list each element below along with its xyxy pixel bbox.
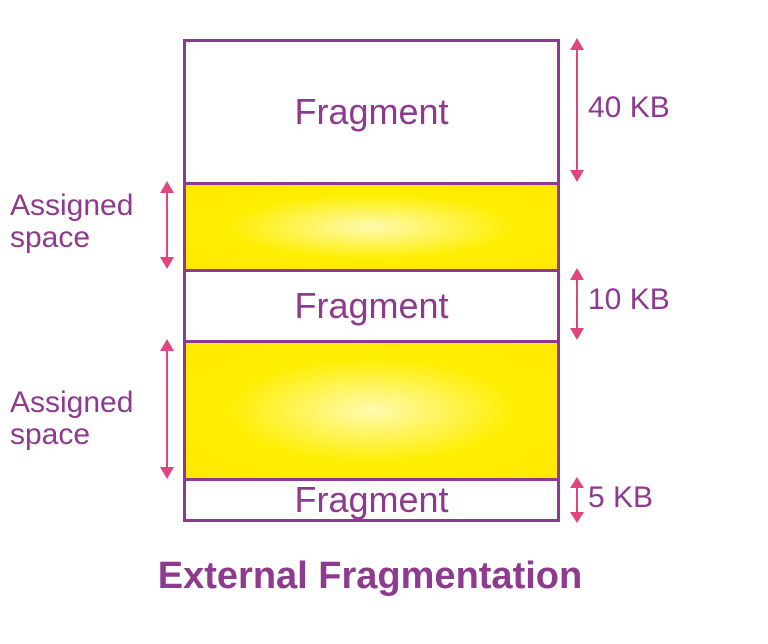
assigned-space-label-2: Assigned space [10,386,134,451]
block-divider [186,478,557,481]
double-arrow-icon [570,268,584,340]
double-arrow-icon [160,339,174,479]
fragment-block-40kb: Fragment [186,42,557,182]
fragment-block-10kb: Fragment [186,272,557,340]
fragment-label: Fragment [294,91,449,132]
assigned-block-2 [186,343,557,478]
assigned-block-1 [186,185,557,269]
size-label-5kb: 5 KB [588,481,654,514]
memory-stack: Fragment Fragment Fragment [183,39,560,522]
double-arrow-icon [570,477,584,523]
block-divider [186,182,557,185]
assigned-space-label-1: Assigned space [10,189,134,254]
block-divider [186,269,557,272]
double-arrow-icon [570,38,584,182]
fragment-block-5kb: Fragment [186,479,557,520]
double-arrow-icon [160,181,174,269]
diagram-title: External Fragmentation [157,555,583,597]
size-label-40kb: 40 KB [588,91,670,124]
fragment-label: Fragment [294,285,449,326]
fragment-label: Fragment [294,479,449,520]
size-label-10kb: 10 KB [588,283,670,316]
block-divider [186,340,557,343]
